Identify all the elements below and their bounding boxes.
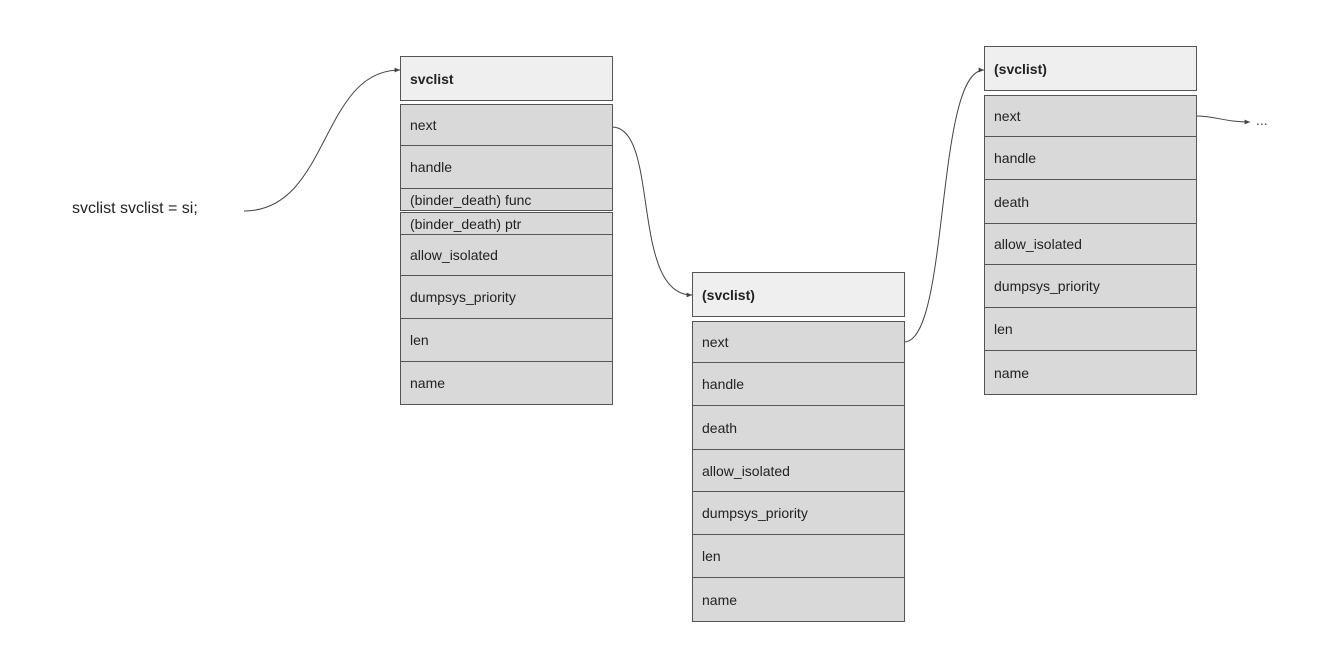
field-handle: handle [400,145,613,189]
field-next: next [692,321,905,363]
field-binder-death-ptr: (binder_death) ptr [400,212,613,235]
field-allow-isolated: allow_isolated [984,223,1197,265]
struct-title: (svclist) [692,272,905,317]
pointer-arrow-node3-to-ellipsis [1195,115,1251,125]
field-next: next [984,95,1197,137]
struct-node-3: (svclist) next handle death allow_isolat… [984,46,1197,396]
field-len: len [400,318,613,362]
field-handle: handle [984,136,1197,180]
field-len: len [692,534,905,578]
struct-title: (svclist) [984,46,1197,91]
field-death: death [692,405,905,450]
field-len: len [984,307,1197,351]
field-allow-isolated: allow_isolated [692,449,905,492]
struct-node-2: (svclist) next handle death allow_isolat… [692,272,905,622]
field-next: next [400,104,613,146]
field-allow-isolated: allow_isolated [400,234,613,276]
field-binder-death-func: (binder_death) func [400,188,613,211]
struct-node-1: svclist next handle (binder_death) func … [400,56,613,406]
field-name: name [400,361,613,405]
field-dumpsys-priority: dumpsys_priority [400,275,613,319]
struct-title: svclist [400,56,613,101]
field-name: name [984,350,1197,395]
field-dumpsys-priority: dumpsys_priority [692,491,905,535]
field-name: name [692,577,905,622]
variable-declaration-label: svclist svclist = si; [72,200,198,217]
pointer-arrow-node1-to-node2 [611,126,693,298]
continuation-ellipsis: ... [1256,112,1268,128]
pointer-arrow-node2-to-node3 [903,67,985,343]
field-death: death [984,179,1197,224]
field-dumpsys-priority: dumpsys_priority [984,264,1197,308]
field-handle: handle [692,362,905,406]
pointer-arrow-to-first-node [243,67,401,212]
